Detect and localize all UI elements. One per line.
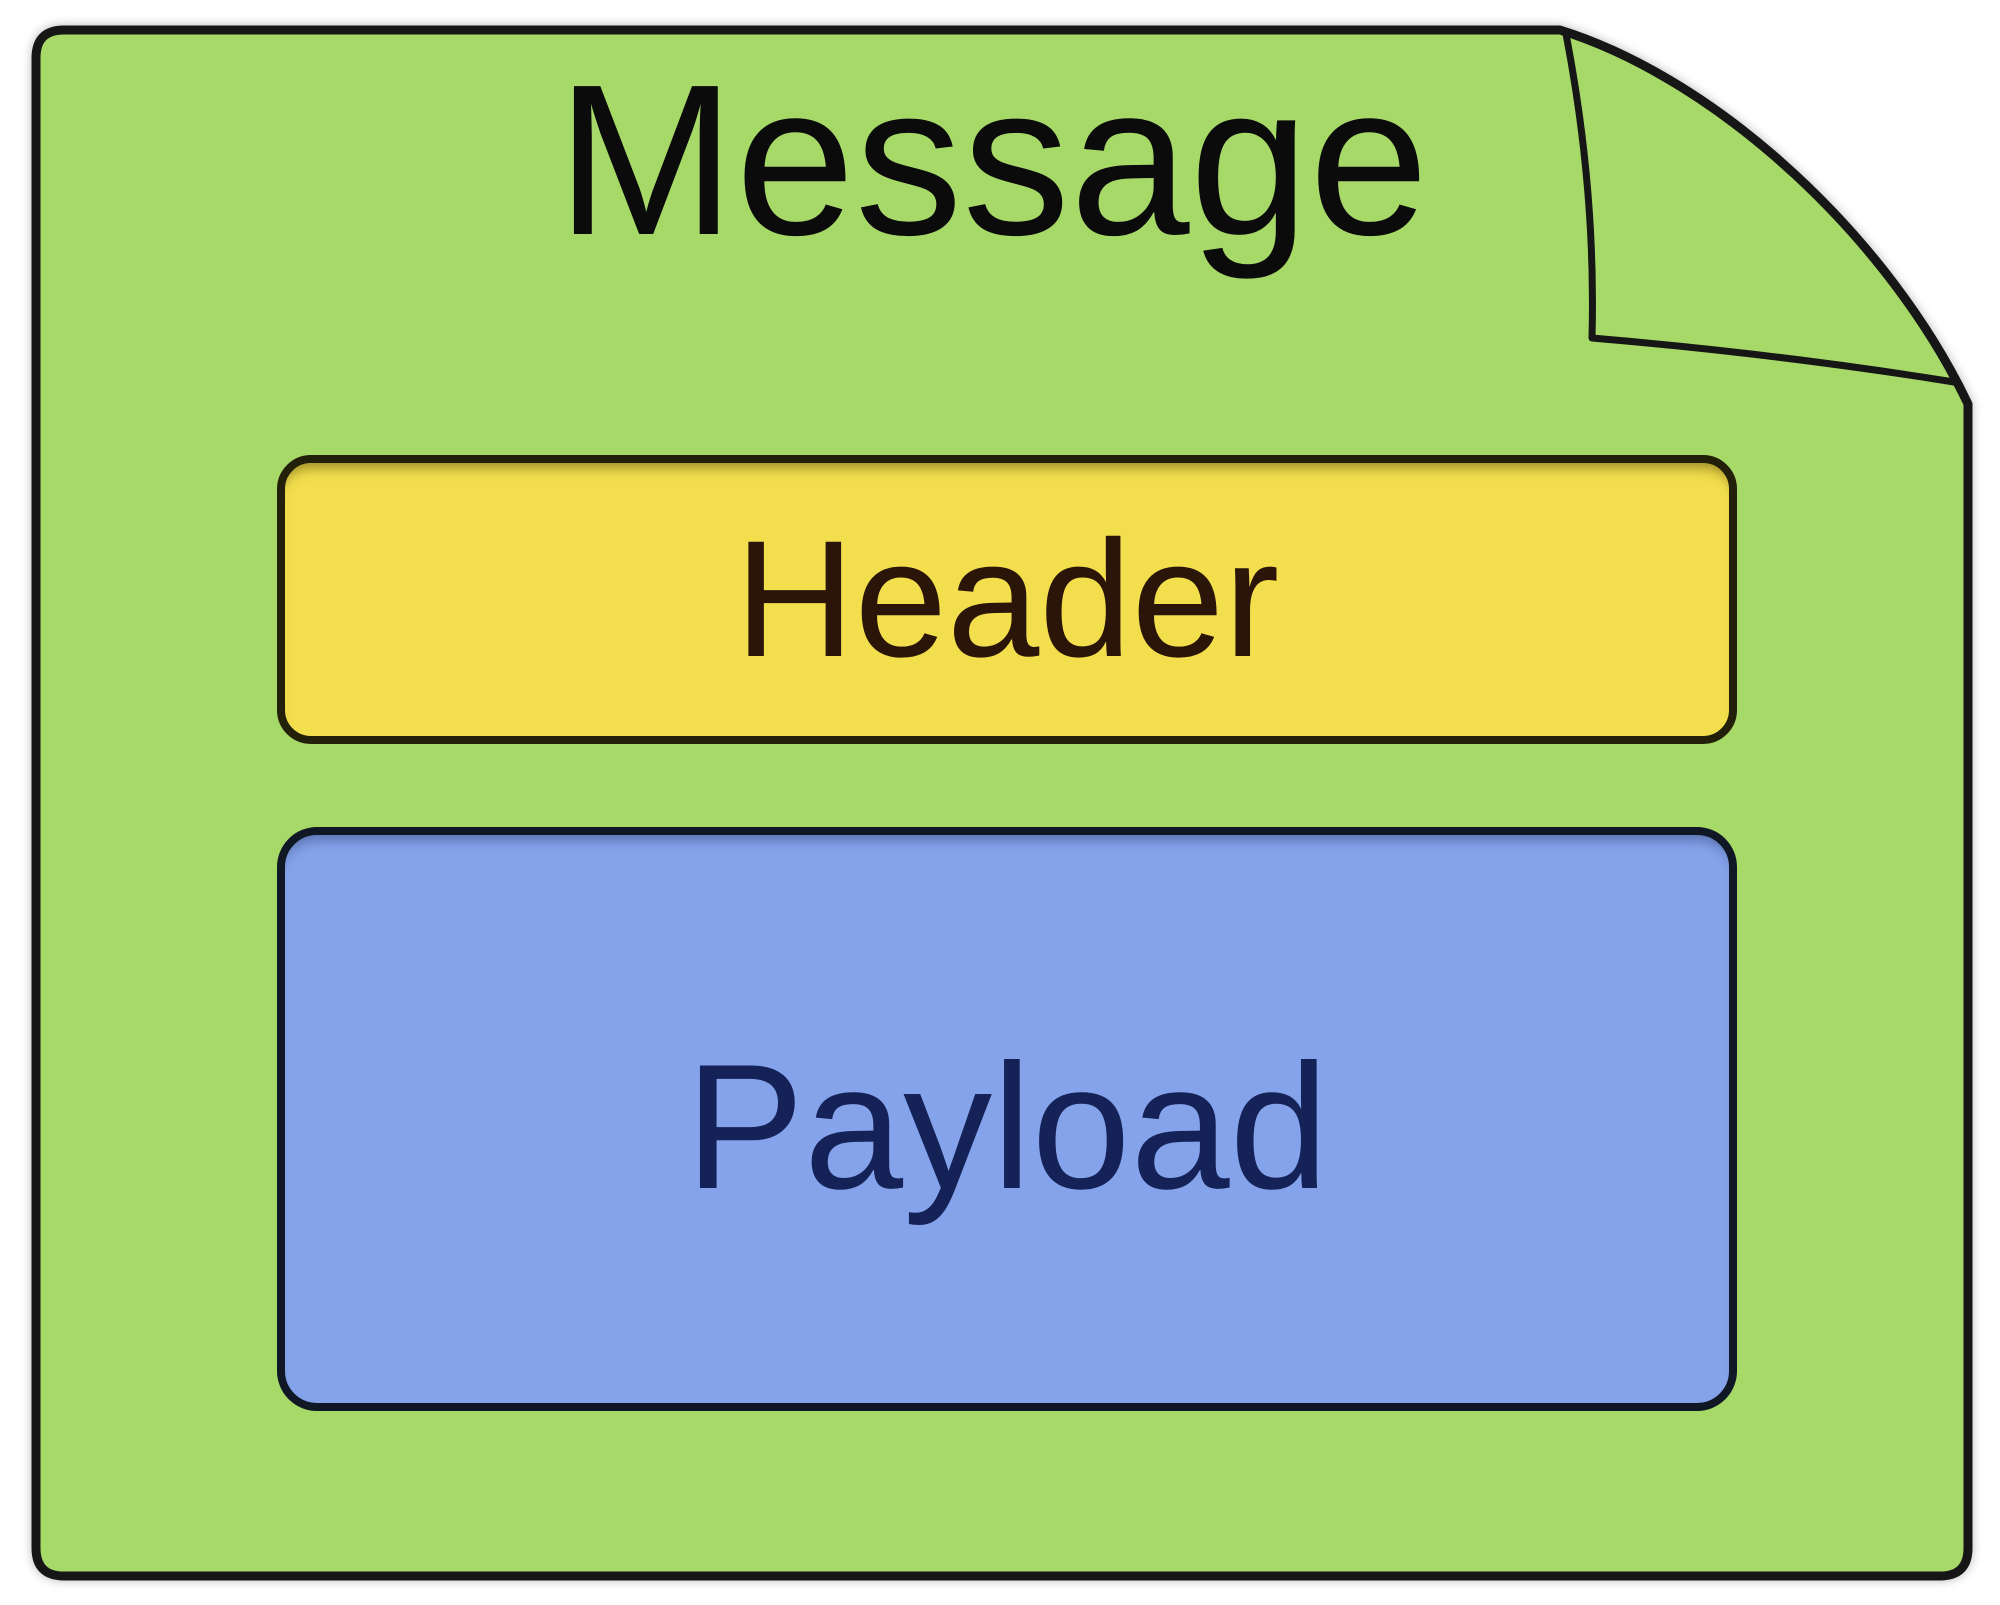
node-label-payload: Payload bbox=[685, 1026, 1329, 1226]
node-header: Header bbox=[277, 455, 1737, 744]
node-payload: Payload bbox=[277, 827, 1737, 1411]
folded-corner bbox=[1562, 30, 1958, 386]
node-label-header: Header bbox=[734, 506, 1280, 692]
node-label-message: Message bbox=[556, 39, 1429, 280]
